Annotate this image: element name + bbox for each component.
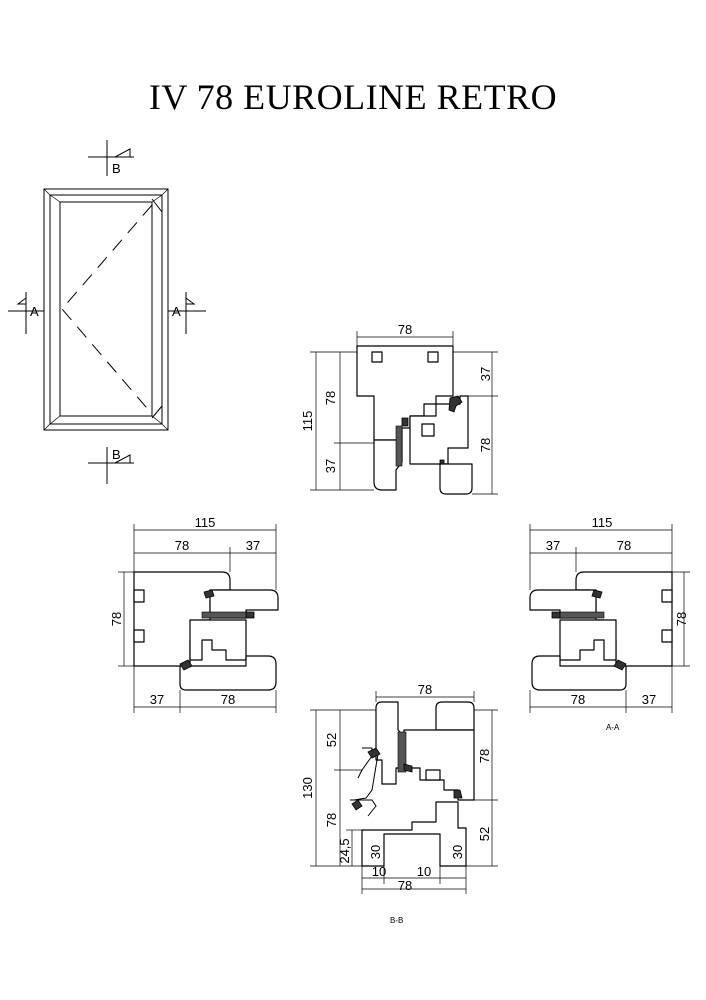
dim-bottom-10-left: 10 bbox=[372, 864, 386, 879]
dim-left-bottom-left: 37 bbox=[150, 692, 164, 707]
dim-bottom-left-upper: 52 bbox=[324, 733, 339, 747]
dim-top-width: 78 bbox=[398, 322, 412, 337]
dim-top-upper-right: 37 bbox=[478, 367, 493, 381]
dim-top-lower-right: 78 bbox=[478, 438, 493, 452]
section-label-a-left: A bbox=[30, 304, 39, 319]
opening-direction-lines bbox=[61, 204, 153, 415]
dim-right-overall: 115 bbox=[592, 515, 613, 530]
top-section-view: 78 115 78 37 37 78 bbox=[300, 322, 498, 495]
dim-left-top-right: 37 bbox=[246, 538, 260, 553]
dim-right-top-right: 78 bbox=[617, 538, 631, 553]
dim-bottom-bottom-width: 78 bbox=[398, 878, 412, 893]
section-label-b-top: B bbox=[112, 161, 121, 176]
dim-bottom-right-upper: 78 bbox=[477, 749, 492, 763]
caption-a-a: A-A bbox=[606, 723, 620, 732]
dim-left-overall: 115 bbox=[195, 515, 216, 530]
dim-bottom-overall: 130 bbox=[300, 777, 315, 799]
section-mark-top: B bbox=[88, 140, 134, 176]
bottom-section-view: 78 130 52 78 24,5 30 30 78 52 10 10 78 B bbox=[300, 682, 498, 925]
dim-right-top-left: 37 bbox=[546, 538, 560, 553]
section-mark-right: A bbox=[168, 292, 206, 334]
dim-bottom-left-lower: 78 bbox=[324, 813, 339, 827]
dim-right-bottom-right: 37 bbox=[642, 692, 656, 707]
section-label-a-right: A bbox=[172, 304, 181, 319]
dim-bottom-width: 78 bbox=[418, 682, 432, 697]
left-section-view: 115 78 37 78 37 78 bbox=[109, 515, 279, 713]
dim-bottom-inner-30-right: 30 bbox=[450, 845, 465, 859]
dim-top-overall: 115 bbox=[300, 411, 315, 432]
dim-top-lower-left: 37 bbox=[323, 459, 338, 473]
window-elevation bbox=[43, 188, 169, 431]
dim-top-upper-left: 78 bbox=[323, 391, 338, 405]
section-mark-left: A bbox=[8, 292, 44, 334]
dim-left-bottom-right: 78 bbox=[221, 692, 235, 707]
dim-left-top-left: 78 bbox=[175, 538, 189, 553]
dim-bottom-right-lower: 52 bbox=[477, 827, 492, 841]
dim-right-height: 78 bbox=[674, 612, 689, 626]
dim-right-bottom-left: 78 bbox=[571, 692, 585, 707]
right-section-view: 115 37 78 78 78 37 A-A bbox=[529, 515, 690, 732]
section-label-b-bottom: B bbox=[112, 447, 121, 462]
page-title: IV 78 EUROLINE RETRO bbox=[148, 77, 558, 117]
dim-bottom-left-small: 24,5 bbox=[337, 838, 352, 863]
section-mark-bottom: B bbox=[88, 447, 134, 484]
caption-b-b: B-B bbox=[390, 916, 403, 925]
dim-left-height: 78 bbox=[109, 612, 124, 626]
dim-bottom-inner-30-left: 30 bbox=[368, 845, 383, 859]
dim-bottom-10-right: 10 bbox=[417, 864, 431, 879]
